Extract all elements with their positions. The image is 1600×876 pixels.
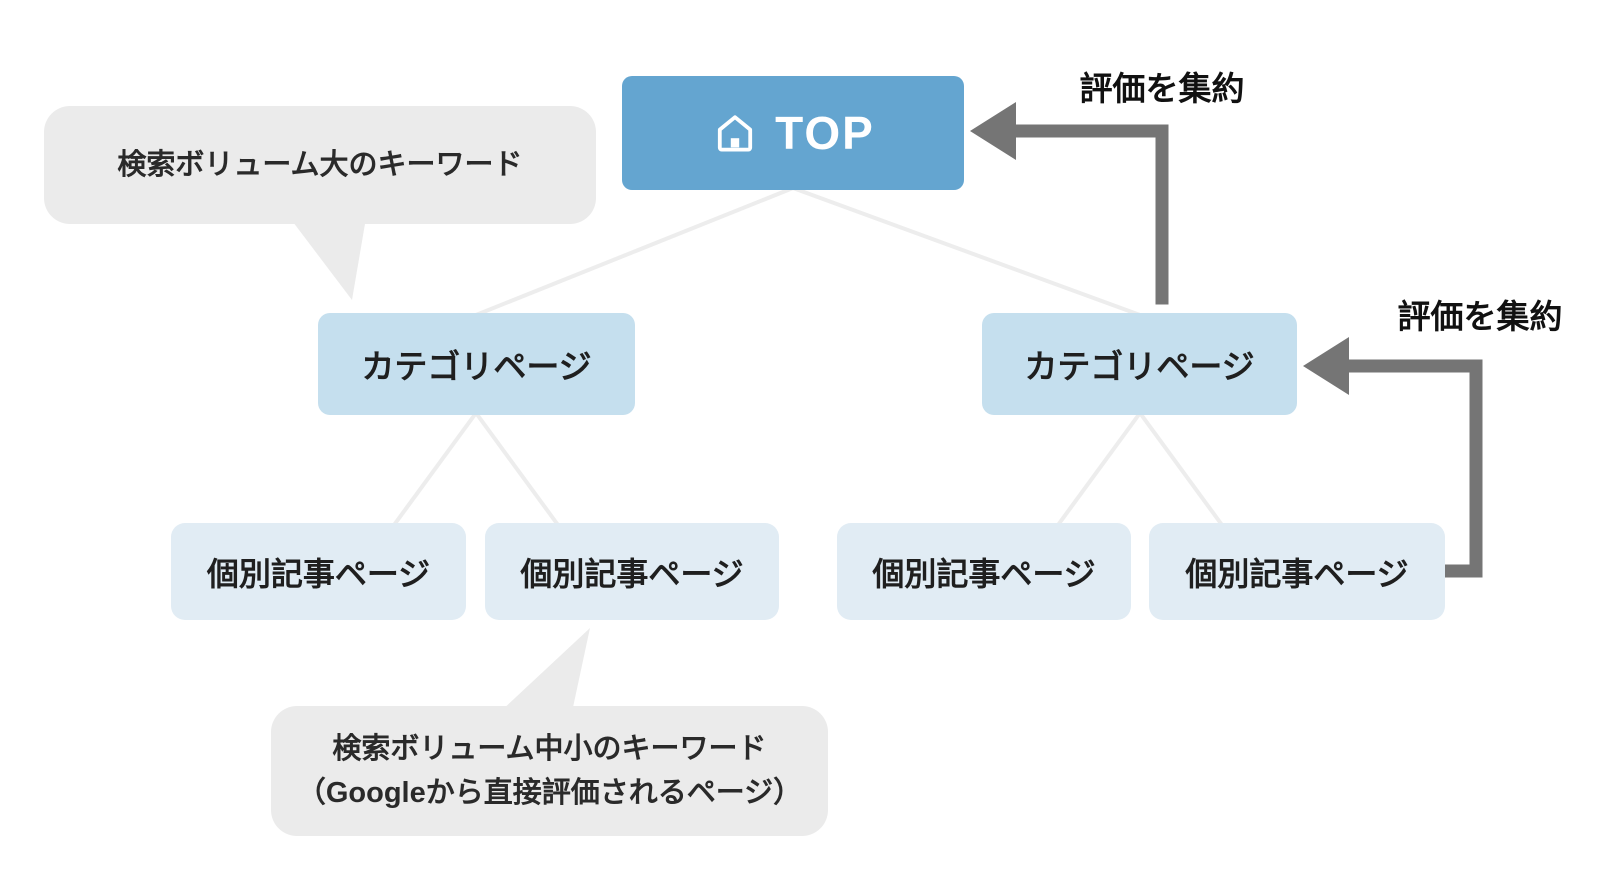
connector-top-to-category-2 bbox=[792, 186, 1141, 317]
callout-text-line-1: 検索ボリューム中小のキーワード bbox=[332, 733, 767, 765]
arrow-label-aggregate-evaluation-1: 評価を集約 bbox=[1079, 70, 1245, 107]
callout-text-line-2: （Googleから直接評価されるページ） bbox=[296, 777, 803, 809]
callout-mid-small-search-volume: 検索ボリューム中小のキーワード （Googleから直接評価されるページ） bbox=[271, 706, 828, 836]
article-page-label: 個別記事ページ bbox=[1185, 555, 1409, 592]
top-page-label: TOP bbox=[775, 107, 875, 159]
connector-top-to-category-1 bbox=[475, 186, 794, 317]
article-page-node-4: 個別記事ページ bbox=[1149, 523, 1445, 620]
article-page-node-3: 個別記事ページ bbox=[837, 523, 1131, 620]
category-page-label: カテゴリページ bbox=[361, 348, 592, 385]
arrow-category-to-top-head bbox=[970, 102, 1016, 160]
connector-category-1-to-article-2 bbox=[474, 411, 560, 527]
connector-category-1-to-article-1 bbox=[392, 411, 478, 527]
connector-category-2-to-article-3 bbox=[1056, 411, 1142, 527]
callout-text: 検索ボリューム大のキーワード bbox=[117, 149, 523, 181]
arrow-label-aggregate-evaluation-2: 評価を集約 bbox=[1397, 298, 1563, 335]
callout-2-tail bbox=[500, 628, 590, 712]
arrow-article-to-category-line bbox=[1340, 359, 1483, 578]
article-page-node-1: 個別記事ページ bbox=[171, 523, 466, 620]
connector-category-2-to-article-4 bbox=[1138, 411, 1224, 527]
arrow-category-to-top-line bbox=[1007, 124, 1169, 305]
category-page-node-1: カテゴリページ bbox=[318, 313, 635, 415]
article-page-label: 個別記事ページ bbox=[206, 555, 431, 592]
category-page-label: カテゴリページ bbox=[1024, 348, 1255, 385]
home-icon bbox=[711, 109, 759, 157]
callout-1-tail bbox=[290, 218, 366, 300]
category-page-node-2: カテゴリページ bbox=[982, 313, 1297, 415]
article-page-label: 個別記事ページ bbox=[520, 555, 744, 592]
article-page-label: 個別記事ページ bbox=[872, 555, 1096, 592]
callout-large-search-volume: 検索ボリューム大のキーワード bbox=[44, 106, 596, 224]
arrow-article-to-category-head bbox=[1303, 337, 1349, 395]
top-page-node: TOP bbox=[622, 76, 964, 190]
article-page-node-2: 個別記事ページ bbox=[485, 523, 779, 620]
